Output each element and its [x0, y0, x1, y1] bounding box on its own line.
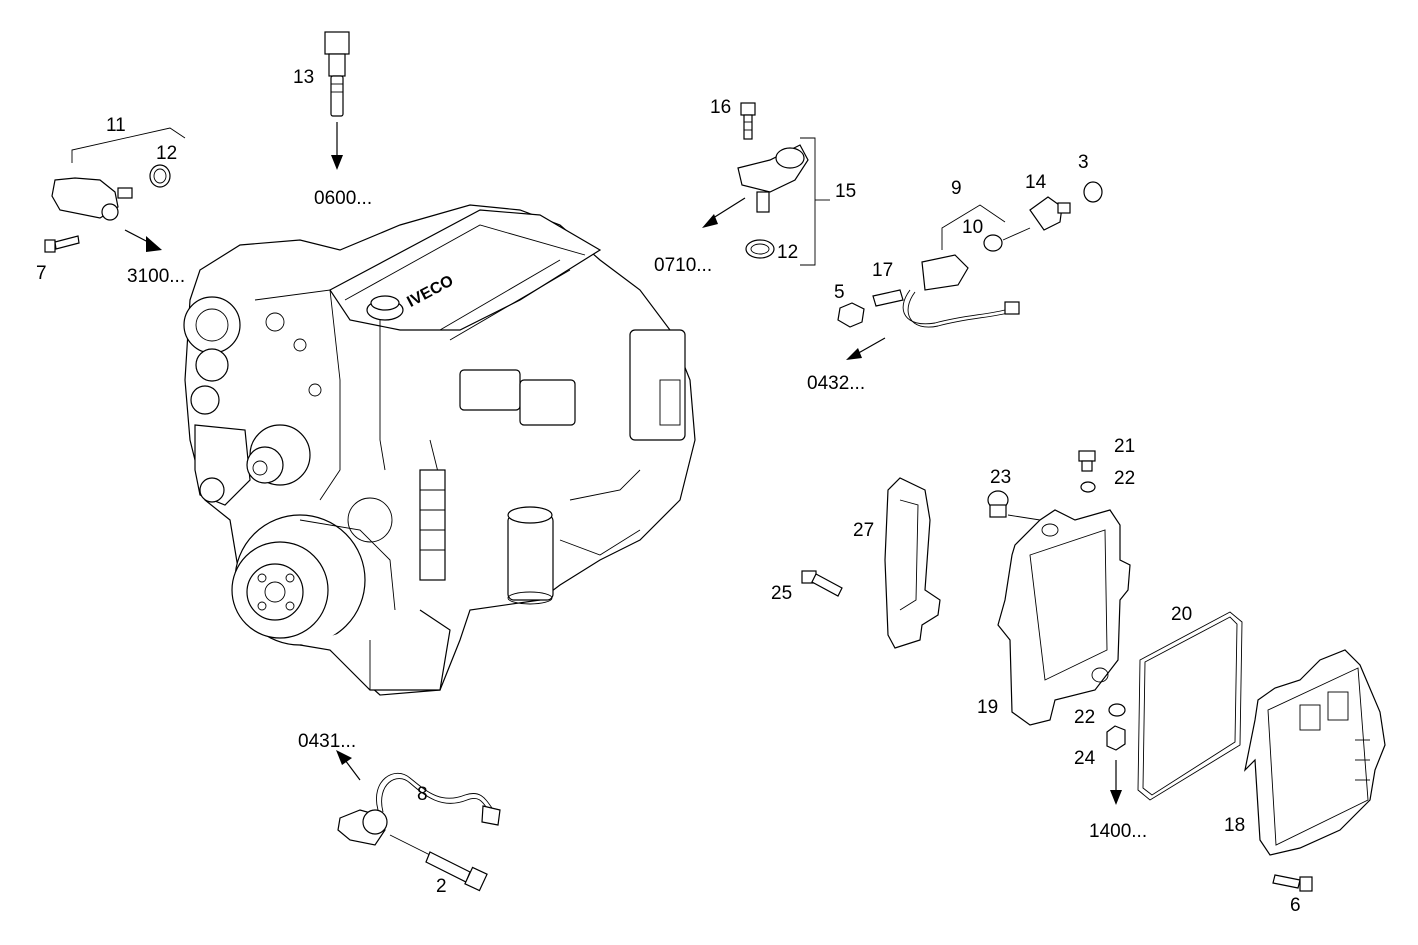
callout-9: 9 — [951, 178, 962, 199]
part-13-temperature-sensor — [324, 31, 350, 170]
callout-22-bottom: 22 — [1074, 707, 1095, 728]
reference-1400: 1400... — [1089, 821, 1147, 842]
callout-2: 2 — [436, 876, 447, 897]
callout-7: 7 — [36, 263, 47, 284]
callout-21: 21 — [1114, 436, 1135, 457]
ecu-bracket-group — [801, 450, 1386, 892]
callout-19: 19 — [977, 697, 998, 718]
callout-11: 11 — [106, 115, 126, 136]
callout-17: 17 — [872, 260, 893, 281]
part-8-crank-sensor — [336, 750, 501, 892]
callout-3: 3 — [1078, 152, 1089, 173]
reference-3100: 3100... — [127, 266, 185, 287]
callout-12-top-left: 12 — [156, 143, 177, 164]
reference-0432: 0432... — [807, 373, 865, 394]
callout-24: 24 — [1074, 748, 1096, 769]
part-9-speed-sensor-group — [837, 181, 1103, 360]
callout-14: 14 — [1025, 172, 1047, 193]
callout-15: 15 — [835, 181, 856, 202]
callout-13: 13 — [293, 67, 314, 88]
callout-25: 25 — [771, 583, 792, 604]
callout-23: 23 — [990, 467, 1011, 488]
callout-10: 10 — [962, 217, 983, 238]
part-15-sensor-group — [702, 102, 830, 266]
callout-22-top: 22 — [1114, 468, 1135, 489]
reference-0710: 0710... — [654, 255, 712, 276]
callout-18: 18 — [1224, 815, 1245, 836]
callout-27: 27 — [853, 520, 874, 541]
reference-0431: 0431... — [298, 731, 356, 752]
engine-assembly: IVECO — [183, 204, 696, 696]
callout-5: 5 — [834, 282, 845, 303]
callout-20: 20 — [1171, 604, 1192, 625]
callout-16: 16 — [710, 97, 731, 118]
callout-6: 6 — [1290, 895, 1301, 916]
part-11-sensor-group — [44, 127, 186, 253]
callout-12-middle: 12 — [777, 242, 798, 263]
reference-0600: 0600... — [314, 188, 372, 209]
callout-8: 8 — [417, 784, 428, 805]
